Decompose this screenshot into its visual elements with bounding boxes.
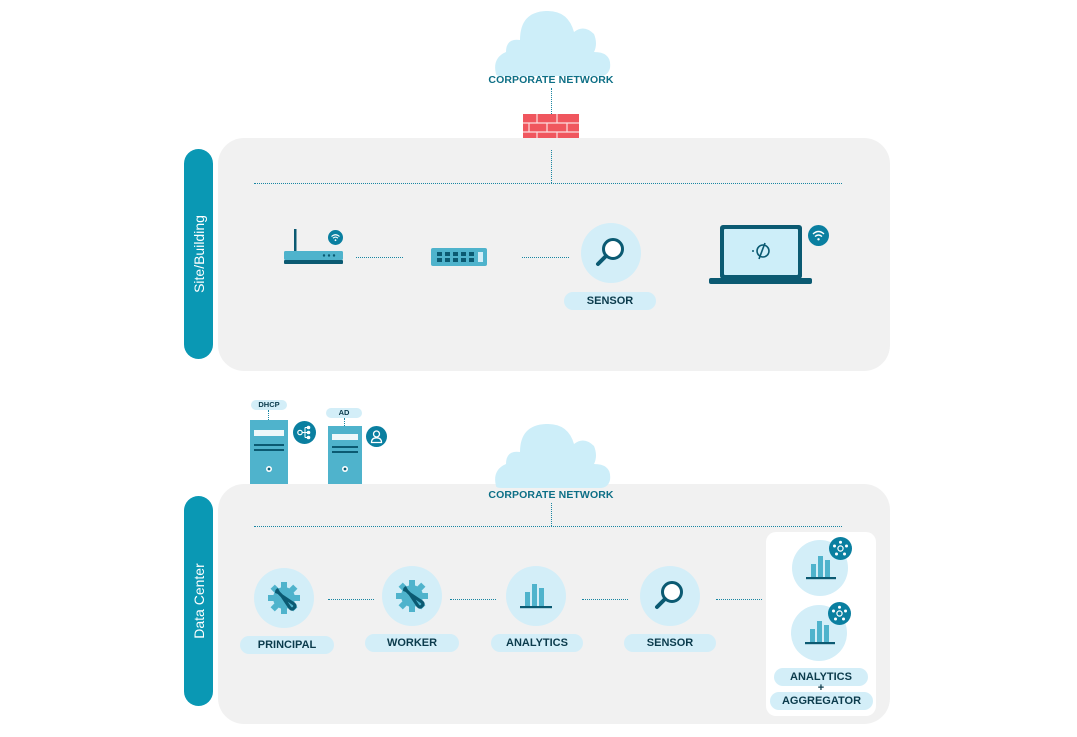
user-icon [370, 430, 383, 444]
site-building-label: Site/Building [191, 215, 207, 293]
worker-label: WORKER [365, 634, 459, 652]
bar-chart-icon [520, 584, 552, 609]
agg-analytics-label: ANALYTICS [774, 668, 868, 686]
site-bus-line [254, 183, 842, 184]
principal-worker-link [328, 599, 374, 600]
laptop-icon [709, 225, 812, 284]
gear-wrench-icon [268, 582, 300, 614]
top-cloud-label: CORPORATE NETWORK [488, 74, 614, 86]
ad-link [344, 418, 345, 426]
hub-badge-1 [829, 537, 852, 560]
magnifier-icon [655, 581, 683, 609]
agg-aggregator-label: AGGREGATOR [770, 692, 873, 710]
cloud-icon [495, 10, 611, 77]
sensor-aggregator-link [716, 599, 762, 600]
switch-sensor-link [522, 257, 569, 258]
bottom-sensor-label: SENSOR [624, 634, 716, 652]
principal-label: PRINCIPAL [240, 636, 334, 654]
switch-icon [431, 248, 487, 266]
cloud-bus-link [551, 503, 552, 526]
cloud-firewall-link [551, 88, 552, 114]
dhcp-link [268, 410, 269, 420]
bar-chart-icon [805, 621, 835, 645]
bar-chart-icon [806, 556, 836, 580]
hub-badge-2 [828, 602, 851, 625]
site-building-tab [184, 149, 213, 359]
hub-icon [833, 540, 848, 556]
analytics-sensor-link [582, 599, 628, 600]
wifi-icon [812, 230, 825, 241]
router-icon [284, 229, 343, 264]
server-icon [250, 420, 288, 486]
data-center-tab [184, 496, 213, 706]
server-icon [328, 426, 362, 484]
cloud-icon [495, 423, 611, 488]
agg-plus: + [817, 682, 825, 694]
network-icon [297, 425, 311, 440]
bottom-cloud-label: CORPORATE NETWORK [488, 489, 614, 501]
dhcp-label: DHCP [251, 400, 287, 410]
router-switch-link [356, 257, 403, 258]
ad-label: AD [326, 408, 362, 418]
gear-wrench-icon [396, 580, 428, 612]
datacenter-bus-line [254, 526, 842, 527]
top-sensor-label: SENSOR [564, 292, 656, 310]
magnifier-icon [596, 238, 624, 266]
wifi-icon [331, 234, 340, 242]
data-center-label: Data Center [191, 563, 207, 639]
worker-analytics-link [450, 599, 496, 600]
analytics-label: ANALYTICS [491, 634, 583, 652]
hub-icon [832, 605, 847, 621]
firewall-bus-link [551, 150, 552, 183]
